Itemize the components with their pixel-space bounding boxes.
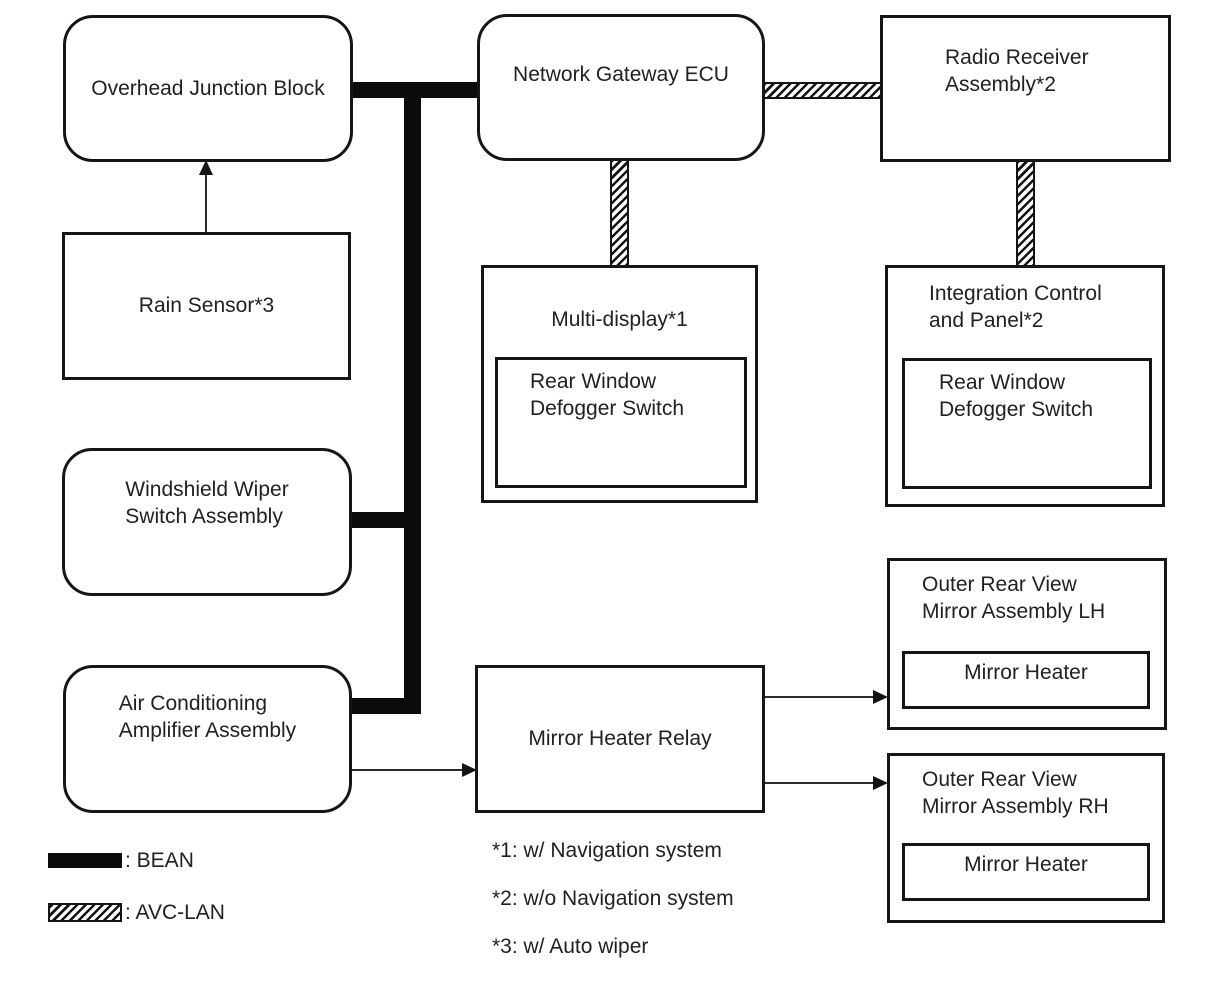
node-network-gateway-ecu: Network Gateway ECU (477, 14, 765, 161)
node-label: Network Gateway ECU (513, 63, 729, 86)
arrowhead-relay-to-rh (873, 776, 888, 790)
node-label: Rain Sensor*3 (138, 294, 275, 318)
avc-lan-line-gateway-to-radio (763, 82, 882, 99)
arrowhead-relay-to-lh (873, 690, 888, 704)
arrow-line-ac-to-relay (352, 769, 464, 771)
node-radio-receiver-assembly: Radio Receiver Assembly*2 (880, 15, 1171, 162)
avc-lan-legend-label: : AVC-LAN (125, 901, 225, 924)
node-label: Overhead Junction Block (91, 76, 325, 100)
node-rear-window-defogger-switch-integration: Rear Window Defogger Switch (902, 358, 1152, 489)
bean-bus-line-ac-stub (350, 698, 421, 714)
node-overhead-junction-block: Overhead Junction Block (63, 15, 353, 162)
bean-bus-line-wiper-stub (350, 512, 421, 528)
bean-legend-swatch (48, 853, 122, 868)
footnote-auto-wiper: *3: w/ Auto wiper (492, 935, 649, 958)
node-label: Integration Control and Panel*2 (929, 282, 1102, 333)
node-label: Rear Window Defogger Switch (939, 371, 1094, 422)
avc-lan-legend-swatch (48, 903, 122, 922)
node-outer-rear-view-mirror-rh: Outer Rear View Mirror Assembly RH Mirro… (887, 753, 1165, 923)
arrow-line-relay-to-rh (765, 782, 875, 784)
node-label: Outer Rear View Mirror Assembly RH (922, 768, 1109, 819)
node-multi-display: Multi-display*1 Rear Window Defogger Swi… (481, 265, 758, 503)
node-rear-window-defogger-switch-multi: Rear Window Defogger Switch (495, 357, 747, 488)
node-mirror-heater-relay: Mirror Heater Relay (475, 665, 765, 813)
bean-bus-line-top (350, 82, 478, 98)
node-integration-control-panel: Integration Control and Panel*2 Rear Win… (885, 265, 1165, 507)
node-mirror-heater-rh: Mirror Heater (902, 843, 1150, 901)
node-label: Outer Rear View Mirror Assembly LH (922, 573, 1106, 624)
avc-lan-line-gateway-to-multidisplay (610, 159, 629, 267)
avc-lan-line-radio-to-integration (1016, 160, 1035, 267)
node-label: Air Conditioning Amplifier Assembly (118, 691, 297, 742)
node-windshield-wiper-switch-assembly: Windshield Wiper Switch Assembly (62, 448, 352, 596)
node-label: Mirror Heater (964, 853, 1088, 876)
footnote-navigation-system: *1: w/ Navigation system (492, 839, 722, 862)
footnote-no-navigation-system: *2: w/o Navigation system (492, 887, 734, 910)
node-label: Multi-display*1 (551, 308, 688, 331)
node-label: Mirror Heater Relay (528, 727, 712, 751)
bean-legend-label: : BEAN (125, 849, 194, 872)
arrowhead-ac-to-relay (462, 763, 477, 777)
bean-bus-line-trunk (404, 96, 421, 714)
node-label: Rear Window Defogger Switch (530, 370, 685, 421)
arrowhead-rain-sensor (199, 160, 213, 175)
node-mirror-heater-lh: Mirror Heater (902, 651, 1150, 709)
node-label: Windshield Wiper Switch Assembly (125, 477, 289, 528)
node-label: Mirror Heater (964, 661, 1088, 684)
node-outer-rear-view-mirror-lh: Outer Rear View Mirror Assembly LH Mirro… (887, 558, 1167, 730)
node-label: Radio Receiver Assembly*2 (945, 46, 1089, 97)
arrow-line-rain-sensor (205, 174, 207, 232)
node-rain-sensor: Rain Sensor*3 (62, 232, 351, 380)
arrow-line-relay-to-lh (765, 696, 875, 698)
node-air-conditioning-amplifier-assembly: Air Conditioning Amplifier Assembly (63, 665, 352, 813)
